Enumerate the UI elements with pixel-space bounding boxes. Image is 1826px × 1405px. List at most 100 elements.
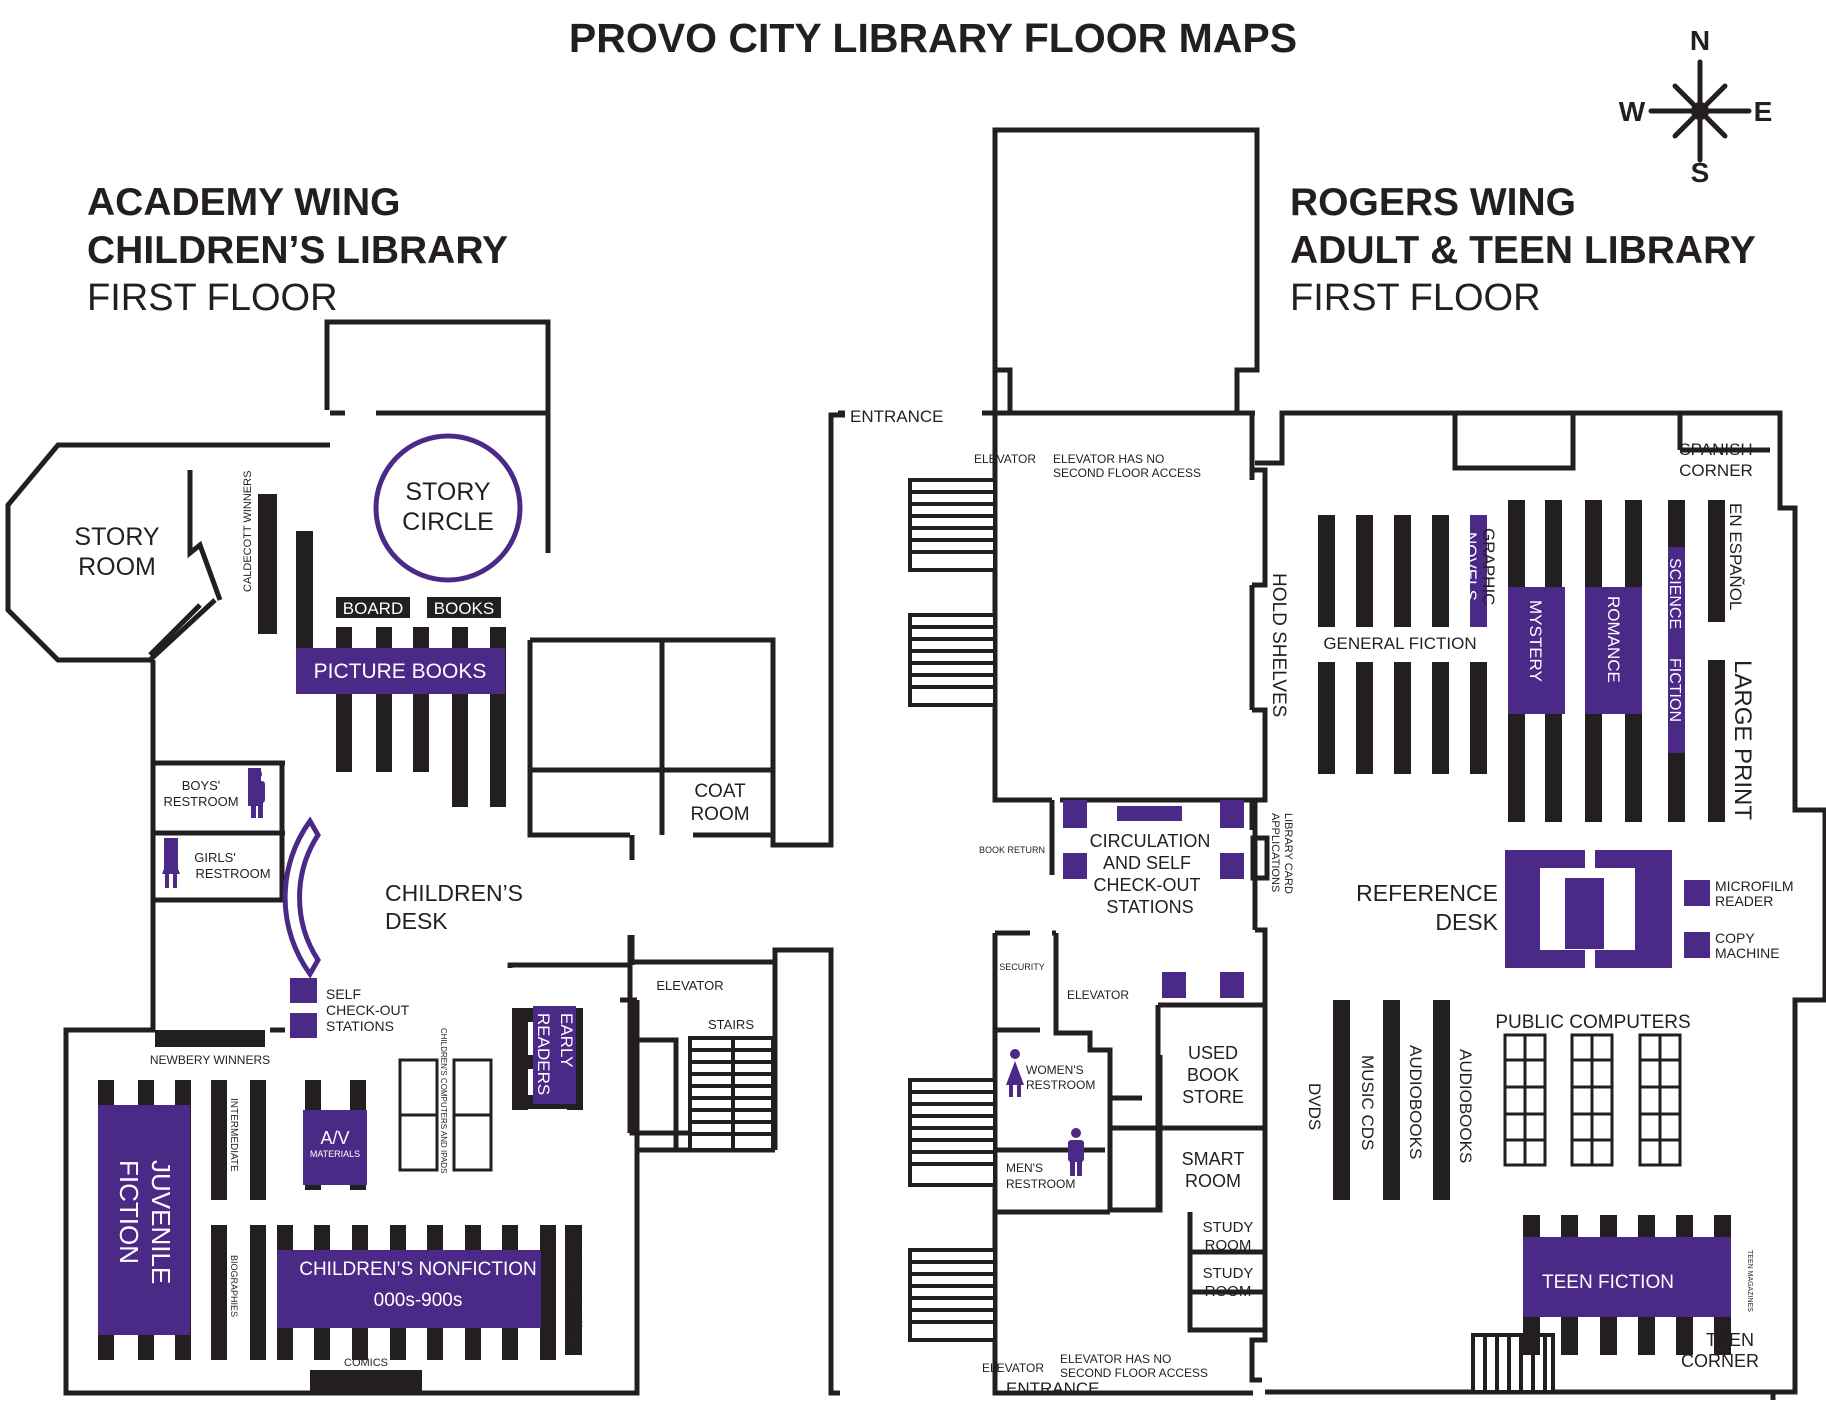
story-circle-label-2: CIRCLE [402,508,494,536]
circulation-label-4: STATIONS [1106,897,1193,917]
large-print-label: LARGE PRINT [1729,660,1756,820]
general-fiction-label: GENERAL FICTION [1323,634,1476,653]
academy-floor-title: FIRST FLOOR [87,277,338,319]
rogers-walls [838,127,1826,1400]
av-materials-label-1: A/V [320,1128,349,1148]
books-label: BOOKS [434,599,494,618]
av-materials-label-2: MATERIALS [310,1149,360,1159]
early-readers-label-1: EARLY [557,1013,576,1068]
microfilm-label-2: READER [1715,893,1773,909]
self-checkout-label-3: STATIONS [326,1018,394,1034]
library-card-label-2: APPLICATIONS [1269,813,1281,892]
used-book-store-label-2: BOOK [1187,1065,1239,1085]
circulation-label-3: CHECK-OUT [1094,875,1201,895]
elevator-mid-label: ELEVATOR [1067,988,1129,1002]
smart-room-label-2: ROOM [1185,1171,1241,1191]
teen-corner-label-1: TEEN [1706,1330,1754,1350]
elevator-note-bottom-1: ELEVATOR HAS NO [1060,1352,1171,1366]
elevator-top-label: ELEVATOR [974,452,1036,466]
childrens-desk-label-1: CHILDREN’S [385,880,523,906]
childrens-desk-label-2: DESK [385,908,448,934]
book-return-label: BOOK RETURN [979,845,1045,855]
academy-purple-areas [98,648,576,1335]
academy-heading: ACADEMY WING CHILDREN’S LIBRARY FIRST FL… [87,181,508,319]
caldecott-label: CALDECOTT WINNERS [242,471,254,592]
biographies-label: BIOGRAPHIES [229,1255,239,1317]
academy-labels: STORY ROOM STORY CIRCLE CALDECOTT WINNER… [74,471,754,1369]
childrens-desk-shape [282,816,321,979]
childrens-computers [398,1058,493,1172]
elevator-note-top-2: SECOND FLOOR ACCESS [1053,466,1201,480]
board-label: BOARD [343,599,403,618]
used-book-store-label-1: USED [1188,1043,1238,1063]
compass-north: N [1690,25,1710,56]
spanish-corner-label-1: SPANISH [1679,440,1752,459]
academy-walls [5,319,845,1396]
academy-stairs [688,1036,775,1152]
picture-books-label: PICTURE BOOKS [314,660,487,683]
security-label: SECURITY [999,962,1045,972]
entrance-bottom-label: ENTRANCE [1006,1379,1100,1398]
teen-corner-label-2: CORNER [1681,1351,1759,1371]
circulation-label-1: CIRCULATION [1090,831,1211,851]
boys-restroom-label-1: BOYS' [182,778,221,793]
self-checkout-label-2: CHECK-OUT [326,1002,410,1018]
audiobooks-1-label: AUDIOBOOKS [1406,1045,1425,1159]
page-title: PROVO CITY LIBRARY FLOOR MAPS [569,15,1297,61]
childrens-nonfiction-label-1: CHILDREN’S NONFICTION [299,1259,537,1280]
reference-desk-label-2: DESK [1435,909,1498,935]
rogers-stair-treads [910,490,1547,1392]
compass-center [1691,102,1709,120]
used-book-store-label-3: STORE [1182,1087,1244,1107]
coat-room-label-1: COAT [694,781,746,802]
graphic-novels-label-1: GRAPHIC [1479,528,1498,605]
story-room-label-2: ROOM [78,553,156,581]
reference-desk-label-1: REFERENCE [1356,880,1498,906]
dvds-label: DVDS [1305,1083,1324,1130]
elevator-note-top-1: ELEVATOR HAS NO [1053,452,1164,466]
academy-stairs-label: STAIRS [708,1017,754,1032]
rogers-labels: ENTRANCE ENTRANCE ELEVATOR ELEVATOR HAS … [850,407,1794,1398]
compass-south: S [1691,157,1710,188]
academy-wing-title: ACADEMY WING [87,181,400,224]
science-fiction-label-2: FICTION [1666,658,1683,722]
womens-restroom-label-2: RESTROOM [1026,1078,1095,1092]
academy-library-title: CHILDREN’S LIBRARY [87,229,508,272]
academy-elevator-label: ELEVATOR [656,978,723,993]
newbery-label: NEWBERY WINNERS [150,1053,270,1067]
spanish-corner-label-2: CORNER [1679,461,1753,480]
public-computers-label: PUBLIC COMPUTERS [1495,1012,1690,1033]
graphic-novels-label-2: NOVELS [1461,532,1480,601]
elevator-note-bottom-2: SECOND FLOOR ACCESS [1060,1366,1208,1380]
self-checkout-label-1: SELF [326,986,361,1002]
girls-restroom-label-1: GIRLS' [194,850,236,865]
rogers-purple-areas [1063,515,1731,1317]
girls-restroom-icon [162,838,180,888]
childrens-nonfiction-label-2: 000s-900s [374,1290,463,1311]
public-computers-grid [1503,1033,1682,1167]
microfilm-label-1: MICROFILM [1715,878,1794,894]
story-circle-ring [373,433,523,583]
audiobooks-2-label: AUDIOBOOKS [1456,1049,1475,1163]
mens-restroom-label-1: MEN'S [1006,1161,1043,1175]
comics-label: COMICS [344,1357,388,1369]
library-card-label-1: LIBRARY CARD [1282,813,1294,894]
study-room-2-label-1: STUDY [1203,1265,1254,1282]
womens-restroom-icon [1006,1049,1024,1097]
childrens-computers-label: CHILDREN'S COMPUTERS AND IPADS [439,1028,448,1173]
academy-en-espanol-label: EN ESPAÑOL [562,1240,583,1354]
science-fiction-label-1: SCIENCE [1666,558,1683,629]
boys-restroom-label-2: RESTROOM [163,794,238,809]
early-readers-label-2: READERS [534,1013,553,1095]
rogers-en-espanol-label: EN ESPAÑOL [1726,503,1745,610]
copy-machine-label-2: MACHINE [1715,945,1780,961]
rogers-stairs [908,478,1555,1394]
hold-shelves-label: HOLD SHELVES [1268,573,1289,717]
smart-room-label-1: SMART [1182,1149,1245,1169]
juvenile-fiction-label-1: JUVENILE [146,1160,176,1284]
entrance-top-label: ENTRANCE [850,407,944,426]
study-room-2-label-2: ROOM [1205,1283,1252,1300]
elevator-bottom-label: ELEVATOR [982,1361,1044,1375]
